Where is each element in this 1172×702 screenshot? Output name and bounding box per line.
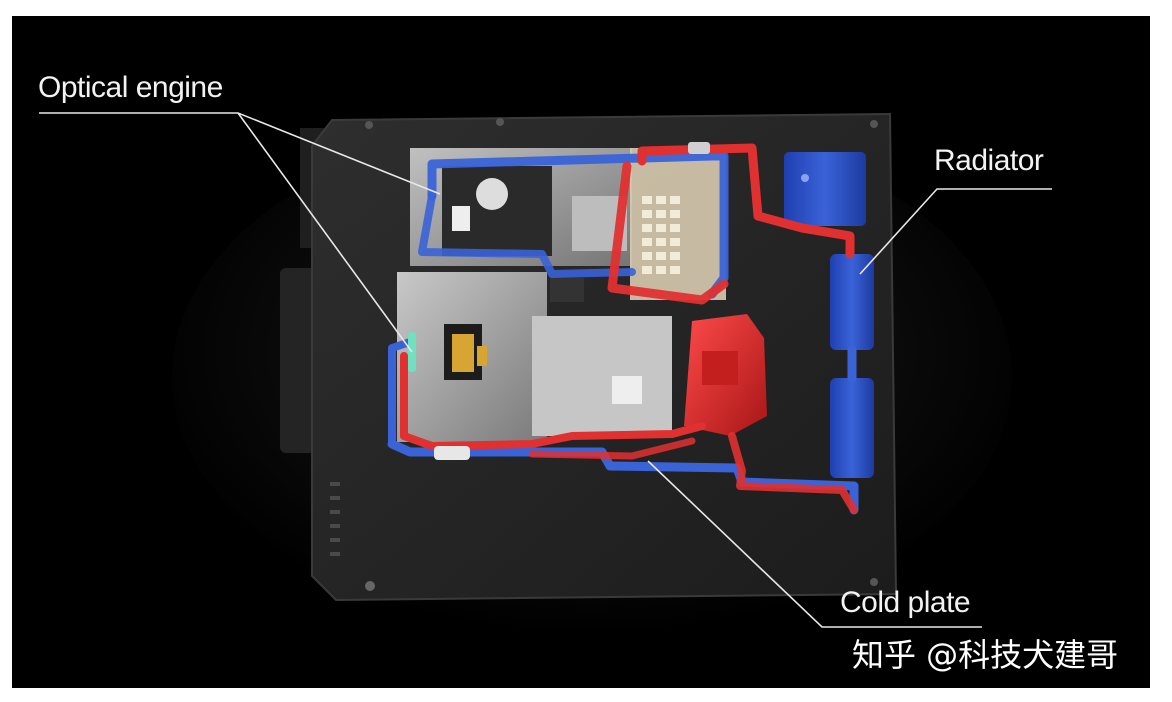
callout-lines	[39, 112, 1052, 628]
optical-engine-callout-2	[237, 112, 413, 353]
board-module	[630, 148, 726, 300]
diagram-illustration	[39, 112, 1052, 636]
watermark: 知乎 @科技犬建哥	[852, 636, 1119, 674]
radiator-label: Radiator	[934, 144, 1044, 177]
cold-plate-block	[684, 314, 767, 436]
radiator-callout	[859, 188, 1052, 275]
cold-plate-callout	[647, 460, 982, 628]
optical-module-lower	[397, 272, 672, 442]
optical-engine-label: Optical engine	[38, 71, 223, 104]
cold-plate-label: Cold plate	[840, 586, 971, 619]
projector-cooling-diagram: Optical engine Radiator Cold plate 知乎 @科…	[12, 16, 1150, 688]
optical-module-upper	[410, 148, 632, 266]
cooling-pipe-loop	[387, 142, 859, 515]
radiator-block	[784, 152, 874, 478]
